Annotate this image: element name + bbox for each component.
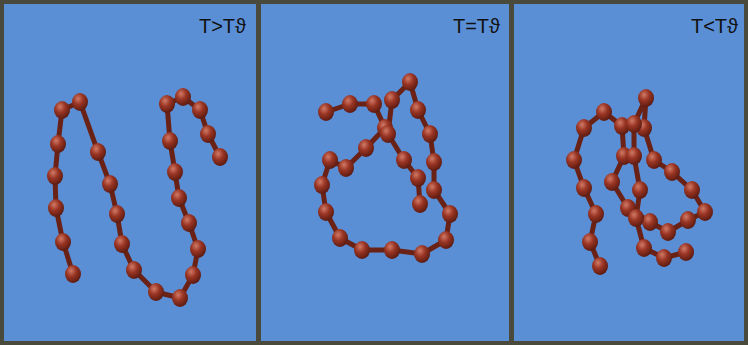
monomer-bead — [314, 176, 330, 194]
chain-backbone — [322, 82, 450, 254]
monomer-bead — [48, 199, 64, 217]
monomer-bead — [626, 115, 642, 133]
monomer-bead — [181, 214, 197, 232]
monomer-bead — [684, 181, 700, 199]
monomer-bead — [426, 153, 442, 171]
monomer-bead — [566, 151, 582, 169]
monomer-bead — [318, 103, 334, 121]
monomer-bead — [680, 211, 696, 229]
monomer-bead — [318, 203, 334, 221]
temperature-label: T<Tϑ — [691, 16, 738, 36]
panel-ground — [261, 4, 509, 341]
monomer-bead — [414, 245, 430, 263]
monomer-bead — [642, 213, 658, 231]
monomer-bead — [604, 173, 620, 191]
monomer-bead — [576, 119, 592, 137]
monomer-bead — [656, 249, 672, 267]
monomer-bead — [172, 289, 188, 307]
monomer-bead — [626, 147, 642, 165]
monomer-bead — [636, 239, 652, 257]
monomer-bead — [200, 125, 216, 143]
chains — [47, 73, 713, 307]
monomer-bead — [332, 229, 348, 247]
monomer-bead — [380, 125, 396, 143]
monomer-bead — [102, 175, 118, 193]
monomer-bead — [50, 135, 66, 153]
temperature-label: T=Tϑ — [453, 16, 500, 36]
monomer-bead — [175, 88, 191, 106]
monomer-bead — [338, 159, 354, 177]
monomer-bead — [664, 163, 680, 181]
monomer-bead — [410, 169, 426, 187]
monomer-bead — [410, 101, 426, 119]
monomer-bead — [358, 139, 374, 157]
monomer-bead — [354, 241, 370, 259]
monomer-bead — [422, 125, 438, 143]
chain-backbone — [55, 97, 220, 298]
monomer-bead — [342, 95, 358, 113]
monomer-bead — [159, 95, 175, 113]
monomer-bead — [426, 181, 442, 199]
monomer-bead — [632, 181, 648, 199]
monomer-bead — [185, 266, 201, 284]
panel-ground — [514, 4, 744, 341]
monomer-bead — [212, 148, 228, 166]
monomer-bead — [366, 95, 382, 113]
monomer-bead — [54, 101, 70, 119]
monomer-bead — [576, 179, 592, 197]
monomer-bead — [72, 93, 88, 111]
monomer-bead — [384, 241, 400, 259]
monomer-bead — [660, 223, 676, 241]
monomer-bead — [588, 205, 604, 223]
monomer-bead — [109, 205, 125, 223]
monomer-bead — [384, 91, 400, 109]
monomer-bead — [162, 132, 178, 150]
monomer-bead — [192, 101, 208, 119]
monomer-bead — [171, 189, 187, 207]
monomer-bead — [190, 240, 206, 258]
temperature-label: T>Tϑ — [199, 16, 246, 36]
monomer-bead — [47, 167, 63, 185]
monomer-bead — [582, 233, 598, 251]
monomer-bead — [412, 195, 428, 213]
monomer-bead — [678, 243, 694, 261]
monomer-bead — [396, 151, 412, 169]
monomer-bead — [442, 205, 458, 223]
monomer-bead — [55, 233, 71, 251]
monomer-bead — [402, 73, 418, 91]
monomer-bead — [646, 151, 662, 169]
monomer-bead — [90, 143, 106, 161]
monomer-bead — [322, 151, 338, 169]
monomer-bead — [596, 103, 612, 121]
monomer-bead — [148, 283, 164, 301]
monomer-bead — [114, 235, 130, 253]
monomer-bead — [697, 203, 713, 221]
monomer-bead — [126, 261, 142, 279]
monomer-bead — [638, 89, 654, 107]
monomer-bead — [438, 231, 454, 249]
monomer-bead — [65, 265, 81, 283]
monomer-bead — [628, 209, 644, 227]
monomer-bead — [167, 163, 183, 181]
panel-ground — [4, 4, 256, 341]
monomer-bead — [592, 257, 608, 275]
chain-backbone — [574, 98, 705, 266]
